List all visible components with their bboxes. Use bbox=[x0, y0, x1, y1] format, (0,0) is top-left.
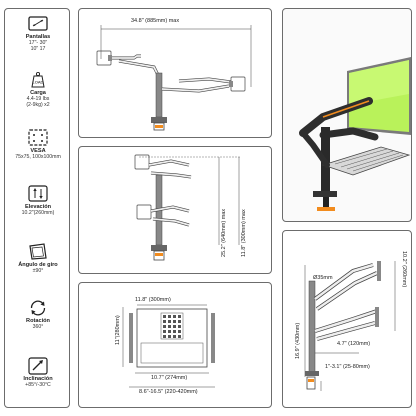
spec-load-title: Carga bbox=[30, 90, 46, 96]
vent-hole bbox=[168, 315, 171, 318]
side-view-drawing bbox=[304, 261, 396, 391]
spec-vesa: VESA 75x75, 100x100mm bbox=[5, 129, 71, 160]
clamp-range-dimension: 1"-3.1" (25-80mm) bbox=[325, 364, 370, 370]
spec-tilt-title: Ángulo de giro bbox=[18, 262, 58, 268]
spec-elevation: Elevación 10.2"(260mm) bbox=[5, 185, 71, 216]
spec-load: LOAD Carga 4.4-19 lbs (2-9kg) x2 bbox=[5, 71, 71, 109]
vent-hole bbox=[168, 330, 171, 333]
top-view-drawing bbox=[96, 25, 252, 131]
spec-elevation-title: Elevación bbox=[24, 204, 52, 210]
vent-hole bbox=[173, 330, 176, 333]
spec-screens-title: Pantallas bbox=[25, 34, 51, 40]
tray-width-dimension: 11.8" (300mm) bbox=[135, 297, 171, 303]
height-diagram: 25.2" (640mm) max 11.8" (300mm) max bbox=[78, 146, 272, 274]
max-width-dimension: 34.8" (885mm) max bbox=[131, 18, 180, 24]
vent-hole bbox=[163, 330, 166, 333]
specs-sidebar: Pantallas 17"- 30" 10" 17 LOAD Carga 4.4… bbox=[4, 8, 70, 408]
max-height-dimension: 25.2" (640mm) max bbox=[221, 208, 227, 257]
incline-icon bbox=[28, 357, 48, 375]
laptop-tray-diagram: 11.8" (300mm) 11"(280mm) 10.7" (274mm) 8… bbox=[78, 282, 272, 408]
vent-hole bbox=[173, 320, 176, 323]
rotation-icon bbox=[30, 300, 46, 316]
vent-hole bbox=[178, 325, 181, 328]
vent-hole bbox=[178, 330, 181, 333]
vent-hole bbox=[163, 335, 166, 338]
spec-rotation: Rotación 360° bbox=[5, 299, 71, 330]
vent-hole bbox=[163, 320, 166, 323]
laptop-tray-drawing bbox=[122, 304, 215, 388]
spec-incline: Inclinación +85°/-30°C bbox=[5, 357, 71, 388]
spec-vesa-value: 75x75, 100x100mm bbox=[15, 154, 61, 160]
vesa-pattern-icon bbox=[28, 129, 48, 146]
product-render bbox=[299, 57, 411, 211]
tray-vent-grid bbox=[163, 315, 181, 338]
spec-rotation-value: 360° bbox=[32, 324, 44, 330]
spec-rotation-title: Rotación bbox=[26, 318, 50, 324]
vent-hole bbox=[168, 325, 171, 328]
arm-height-dimension: 11.8" (300mm) max bbox=[241, 209, 247, 257]
pole-diameter-dimension: Ø35mm bbox=[313, 275, 333, 281]
load-badge: LOAD bbox=[33, 80, 44, 85]
top-view-diagram: 34.8" (885mm) max bbox=[78, 8, 272, 138]
spec-incline-value: +85°/-30°C bbox=[25, 382, 51, 388]
spec-tilt-value: ±90° bbox=[32, 268, 44, 274]
screen-size-icon bbox=[28, 16, 48, 31]
tray-adjustable-width-dimension: 8.6"-16.5" (220-420mm) bbox=[139, 389, 198, 395]
spec-vesa-title: VESA bbox=[30, 148, 46, 154]
arm-offset-dimension: 4.7" (120mm) bbox=[337, 341, 371, 347]
vent-hole bbox=[163, 315, 166, 318]
load-weight-icon: LOAD bbox=[31, 71, 45, 88]
elevation-arrows-icon bbox=[28, 185, 48, 202]
total-height-dimension: 16.9" (430mm) bbox=[295, 322, 301, 359]
spec-load-value-2: (2-9kg) x2 bbox=[26, 102, 50, 109]
vent-hole bbox=[168, 335, 171, 338]
vent-hole bbox=[173, 325, 176, 328]
vent-hole bbox=[178, 315, 181, 318]
spec-screens-value: 17"- 30" bbox=[28, 40, 48, 46]
vent-hole bbox=[178, 320, 181, 323]
vent-hole bbox=[163, 325, 166, 328]
spec-tilt: Ángulo de giro ±90° bbox=[5, 243, 71, 274]
vent-hole bbox=[173, 315, 176, 318]
spec-incline-title: Inclinación bbox=[23, 376, 53, 382]
arm-rise-dimension: 10.2" (260mm) bbox=[401, 251, 407, 288]
tray-depth-dimension: 11"(280mm) bbox=[115, 315, 121, 345]
vent-hole bbox=[168, 320, 171, 323]
product-photo bbox=[282, 8, 412, 222]
spec-screens: Pantallas 17"- 30" 10" 17 bbox=[5, 15, 71, 53]
spec-load-value: 4.4-19 lbs bbox=[26, 96, 50, 102]
spec-screens-value-2: 10" 17 bbox=[30, 46, 46, 53]
tray-inner-width-dimension: 10.7" (274mm) bbox=[151, 375, 188, 381]
vent-hole bbox=[173, 335, 176, 338]
side-view-diagram: Ø35mm 4.7" (120mm) 1"-3.1" (25-80mm) 16.… bbox=[282, 230, 412, 408]
spec-elevation-value: 10.2"(260mm) bbox=[21, 210, 55, 216]
vent-hole bbox=[178, 335, 181, 338]
height-drawing bbox=[134, 154, 241, 261]
swivel-screen-icon bbox=[29, 243, 47, 260]
